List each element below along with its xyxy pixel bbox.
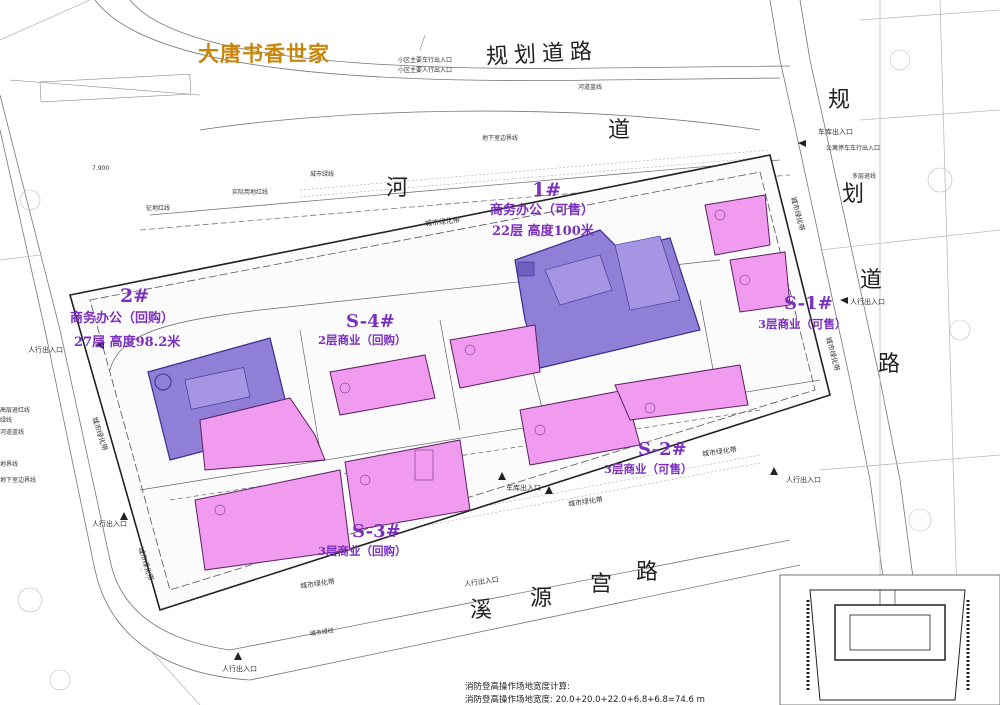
road-label-right-2: 划 xyxy=(842,182,865,207)
land-red-line-label: 实际用地红线 xyxy=(232,189,269,196)
podium-s1b xyxy=(729,251,791,313)
road-label-right-1: 规 xyxy=(828,88,851,113)
building-2-id: 2# xyxy=(120,285,150,307)
pedestrian-entry-e: 人行出入口 xyxy=(850,298,885,306)
pedestrian-entry-left: 人行出入口 xyxy=(28,346,63,354)
podium-s4b xyxy=(449,324,541,389)
left-line-1: 高层退红线 xyxy=(0,407,31,414)
tree-symbols xyxy=(17,49,971,691)
building-1-id: 1# xyxy=(532,179,562,201)
pedestrian-entry-bl: 人行出入口 xyxy=(222,665,257,673)
river-label-2: 道 xyxy=(608,118,631,143)
building-2-use: 商务办公（回购） xyxy=(70,311,175,326)
project-title: 大唐书香世家 xyxy=(198,41,330,66)
podium-s2b xyxy=(614,364,749,421)
building-s1-id: S-1# xyxy=(784,293,833,314)
left-line-4: 地界线 xyxy=(0,461,19,468)
building-1-tower xyxy=(514,229,701,369)
road-label-bottom-2: 源 xyxy=(530,586,553,611)
building-1-height: 22层 高度100米 xyxy=(492,224,594,239)
left-line-3: 河道蓝线 xyxy=(0,429,25,436)
notes-line-2: 消防登高操作场地宽度: 20.0+20.0+22.0+6.8+6.8=74.6 … xyxy=(465,695,705,705)
elevation-mark: 7.900 xyxy=(92,165,110,172)
podium-s1a xyxy=(704,194,771,256)
basement-line-label: 地下室边界线 xyxy=(482,135,519,142)
building-s2-id: S-2# xyxy=(638,439,687,460)
interior-marks xyxy=(214,209,751,516)
road-label-bottom-4: 路 xyxy=(636,560,659,585)
road-label-bottom-1: 溪 xyxy=(470,598,493,623)
building-2-height: 27层 高度98.2米 xyxy=(74,335,181,350)
building-s3-id: S-3# xyxy=(352,521,401,542)
building-s4-use: 2层商业（回购） xyxy=(318,333,407,347)
building-s4-id: S-4# xyxy=(346,311,395,332)
river-blue-line-label: 河道蓝线 xyxy=(578,84,603,91)
building-1-use: 商务办公（可售） xyxy=(490,203,595,218)
school-text-1: 小区主要车行出入口 xyxy=(398,57,453,64)
north-block xyxy=(9,34,426,103)
pedestrian-entry-sw: 人行出入口 xyxy=(92,520,127,528)
school-text-2: 小区主要人行出入口 xyxy=(398,67,453,74)
road-label-right-3: 道 xyxy=(860,268,883,293)
building-setback xyxy=(89,171,816,591)
podium-s2a xyxy=(519,389,641,466)
notes-line-1: 消防登高操作场地宽度计算: xyxy=(465,682,570,692)
retail-podiums xyxy=(194,194,791,571)
vehicle-entry-s: 车库出入口 xyxy=(506,484,541,492)
podium-2 xyxy=(199,397,326,471)
fire-lane-detail-inset xyxy=(779,574,1000,705)
river-label-1: 河 xyxy=(386,176,409,201)
entrance-arrows xyxy=(95,140,848,660)
left-line-5: 地下室边界线 xyxy=(0,477,37,484)
setback-label: 征地红线 xyxy=(146,205,171,212)
vehicle-entry-ne: 车库出入口 xyxy=(818,128,853,136)
building-s3-use: 3层商业（回购） xyxy=(318,544,407,558)
podium-s3b xyxy=(344,439,471,531)
left-line-2: 绿线 xyxy=(0,417,13,424)
multi-setback-label: 多层退线 xyxy=(852,173,877,180)
city-green-line-top: 城市绿线 xyxy=(310,171,335,178)
bus-entry-label: 公寓停车车行出入口 xyxy=(826,145,881,152)
road-label-bottom-3: 宫 xyxy=(590,572,613,597)
building-s1-use: 3层商业（可售） xyxy=(758,317,847,331)
podium-s4 xyxy=(329,354,436,416)
road-label-right-4: 路 xyxy=(878,352,901,377)
podium-s3a xyxy=(194,469,351,571)
fire-lane-notes: 消防登高操作场地宽度计算: 消防登高操作场地宽度: 20.0+20.0+22.0… xyxy=(465,682,705,705)
building-s2-use: 3层商业（可售） xyxy=(604,462,693,476)
pedestrian-entry-se: 人行出入口 xyxy=(786,476,821,484)
